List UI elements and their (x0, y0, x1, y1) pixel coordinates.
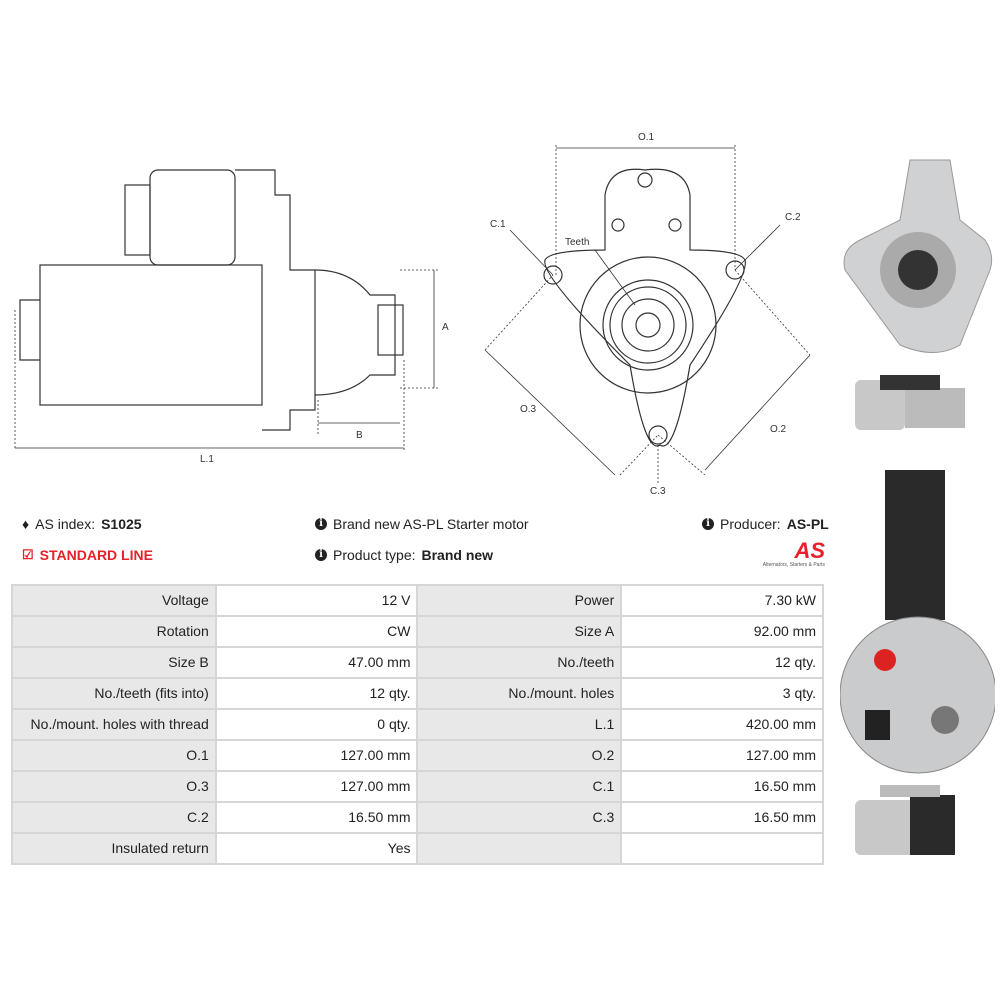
spec-label: C.1 (418, 772, 621, 801)
spec-value: 16.50 mm (622, 772, 822, 801)
spec-label: L.1 (418, 710, 621, 739)
product-photo-side-2[interactable] (855, 785, 955, 855)
description: i Brand new AS-PL Starter motor (315, 516, 529, 532)
producer: i Producer: AS-PL (702, 516, 829, 532)
info-icon: i (702, 518, 714, 530)
spec-value: 420.00 mm (622, 710, 822, 739)
standard-line-badge: ☑ STANDARD LINE (22, 547, 153, 563)
spec-value: 16.50 mm (622, 803, 822, 832)
as-index-label: AS index: (35, 516, 96, 532)
spec-value: Yes (216, 834, 417, 863)
spec-label: O.1 (13, 741, 215, 770)
spec-value: 0 qty. (216, 710, 417, 739)
product-type-label: Product type: (333, 547, 416, 563)
product-type-value: Brand new (421, 547, 494, 563)
o2-label: O.2 (770, 424, 787, 435)
spec-value: 3 qty. (622, 679, 822, 708)
c2-label: C.2 (785, 212, 801, 223)
spec-value: 47.00 mm (216, 648, 417, 677)
spec-label: Size B (13, 648, 215, 677)
spec-value: 7.30 kW (622, 586, 822, 615)
spec-value (622, 834, 822, 863)
b-label: B (356, 430, 363, 441)
as-index: ♦ AS index: S1025 (22, 516, 142, 532)
spec-value: CW (216, 617, 417, 646)
spec-value: 127.00 mm (216, 772, 417, 801)
spec-label: No./teeth (418, 648, 621, 677)
c3-label: C.3 (650, 486, 666, 497)
teeth-label: Teeth (565, 237, 589, 248)
producer-label: Producer: (720, 516, 781, 532)
c1-label: C.1 (490, 219, 506, 230)
spec-value: 127.00 mm (216, 741, 417, 770)
product-photos (840, 159, 995, 855)
spec-label: No./mount. holes (418, 679, 621, 708)
l1-label: L.1 (200, 454, 214, 465)
spec-value: 12 V (216, 586, 417, 615)
spec-label (418, 834, 621, 863)
product-type: i Product type: Brand new (315, 547, 493, 563)
table-row: No./teeth (fits into)12 qty.No./mount. h… (13, 679, 822, 708)
spec-value: 12 qty. (622, 648, 822, 677)
spec-label: Rotation (13, 617, 215, 646)
spec-label: Voltage (13, 586, 215, 615)
logo-tagline: Alternators, Starters & Parts (762, 562, 825, 568)
producer-value: AS-PL (786, 516, 829, 532)
spec-label: Size A (418, 617, 621, 646)
spec-label: O.2 (418, 741, 621, 770)
spec-label: No./teeth (fits into) (13, 679, 215, 708)
spec-value: 127.00 mm (622, 741, 822, 770)
spec-value: 16.50 mm (216, 803, 417, 832)
product-photo-rear[interactable] (840, 470, 995, 774)
spec-label: O.3 (13, 772, 215, 801)
checkbox-icon: ☑ (22, 547, 34, 562)
info-icon: i (315, 549, 327, 561)
as-index-value: S1025 (101, 516, 142, 532)
product-photo-front[interactable] (843, 159, 993, 353)
a-label: A (442, 322, 449, 333)
standard-line-label: STANDARD LINE (39, 547, 153, 563)
spec-label: Power (418, 586, 621, 615)
info-icon: i (315, 518, 327, 530)
o1-label: O.1 (638, 132, 655, 143)
as-pl-logo: AS Alternators, Starters & Parts (735, 538, 825, 569)
description-text: Brand new AS-PL Starter motor (333, 516, 529, 532)
o3-label: O.3 (520, 404, 537, 415)
spec-value: 12 qty. (216, 679, 417, 708)
logo-text: AS (794, 538, 825, 563)
side-view-diagram: L.1 B A (14, 169, 449, 465)
spec-label: Insulated return (13, 834, 215, 863)
spec-label: C.3 (418, 803, 621, 832)
product-photo-side[interactable] (855, 375, 965, 430)
spec-label: No./mount. holes with thread (13, 710, 215, 739)
spec-label: C.2 (13, 803, 215, 832)
front-view-diagram: O.1 C.1 C.2 Teeth O.3 O.2 C.3 (484, 132, 811, 497)
tags-icon: ♦ (22, 516, 30, 532)
spec-value: 92.00 mm (622, 617, 822, 646)
